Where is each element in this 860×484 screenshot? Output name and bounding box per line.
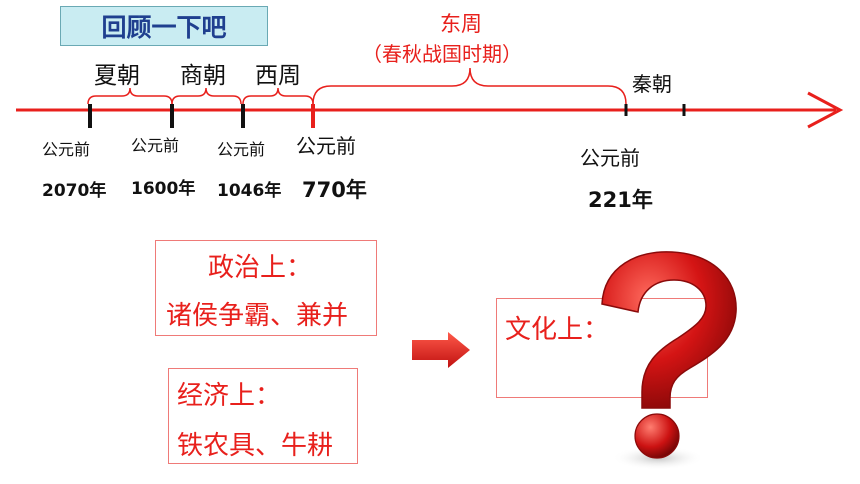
date-year-2070: 2070年 bbox=[42, 181, 107, 201]
economy-content: 铁农具、牛耕 bbox=[177, 431, 334, 461]
politics-heading: 政治上： bbox=[208, 253, 313, 283]
date-year-1046: 1046年 bbox=[217, 181, 282, 201]
politics-box: 政治上： 诸侯争霸、兼并 bbox=[155, 240, 377, 336]
date-label-2070: 公元前 bbox=[42, 140, 91, 159]
dynasty-xizhou: 西周 bbox=[255, 63, 301, 89]
dynasty-dongzhou: 东周 bbox=[440, 12, 482, 36]
timeline-arrowhead bbox=[807, 91, 844, 129]
date-year-221: 221年 bbox=[588, 188, 653, 212]
politics-content: 诸侯争霸、兼并 bbox=[166, 301, 349, 331]
brace-dongzhou bbox=[312, 67, 627, 105]
economy-box: 经济上： 铁农具、牛耕 bbox=[168, 368, 358, 464]
date-label-770: 公元前 bbox=[296, 134, 356, 158]
brace-xia bbox=[87, 87, 173, 105]
dynasty-qin: 秦朝 bbox=[632, 72, 672, 96]
date-label-221: 公元前 bbox=[580, 146, 640, 170]
dynasty-shang: 商朝 bbox=[180, 63, 226, 89]
date-year-1600: 1600年 bbox=[131, 179, 196, 199]
date-label-1046: 公元前 bbox=[217, 140, 266, 159]
page-title: 回顾一下吧 bbox=[60, 6, 268, 46]
economy-heading: 经济上： bbox=[177, 381, 282, 411]
brace-xizhou bbox=[242, 87, 314, 105]
question-mark-icon bbox=[601, 251, 737, 470]
date-year-770: 770年 bbox=[302, 178, 367, 202]
dynasty-xia: 夏朝 bbox=[94, 63, 140, 89]
date-label-1600: 公元前 bbox=[131, 136, 180, 155]
brace-shang bbox=[171, 87, 242, 105]
culture-heading: 文化上： bbox=[505, 315, 610, 345]
dynasty-dongzhou-subtitle: （春秋战国时期） bbox=[362, 42, 522, 66]
right-arrow-icon bbox=[412, 332, 470, 368]
